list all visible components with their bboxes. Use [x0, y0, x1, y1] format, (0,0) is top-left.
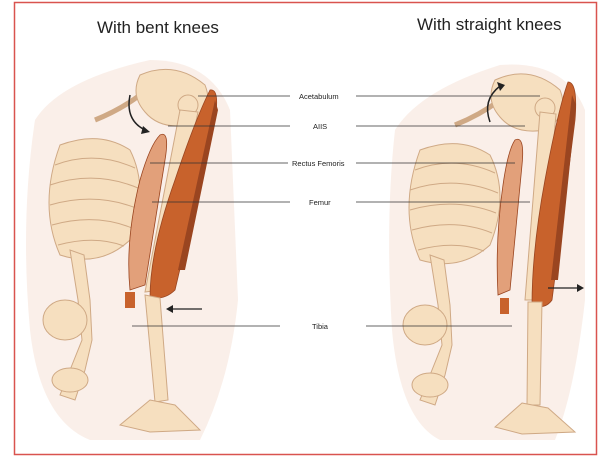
label-acetabulum: Acetabulum — [299, 92, 339, 101]
tibia-right — [527, 302, 542, 405]
skull — [43, 300, 87, 340]
ribcage — [49, 139, 140, 260]
knee-patch-right — [500, 298, 509, 314]
figure-straight-knees — [389, 65, 585, 440]
knee-patch — [125, 292, 135, 308]
label-femur: Femur — [309, 198, 331, 207]
hand-right — [412, 373, 448, 397]
skull-right — [403, 305, 447, 345]
ribcage-right — [409, 144, 500, 264]
title-straight-knees: With straight knees — [417, 15, 562, 34]
label-rectus-femoris: Rectus Femoris — [292, 159, 345, 168]
label-aiis: AIIS — [313, 122, 327, 131]
hand — [52, 368, 88, 392]
title-bent-knees: With bent knees — [97, 18, 219, 37]
figure-bent-knees — [26, 60, 238, 440]
label-tibia: Tibia — [312, 322, 329, 331]
